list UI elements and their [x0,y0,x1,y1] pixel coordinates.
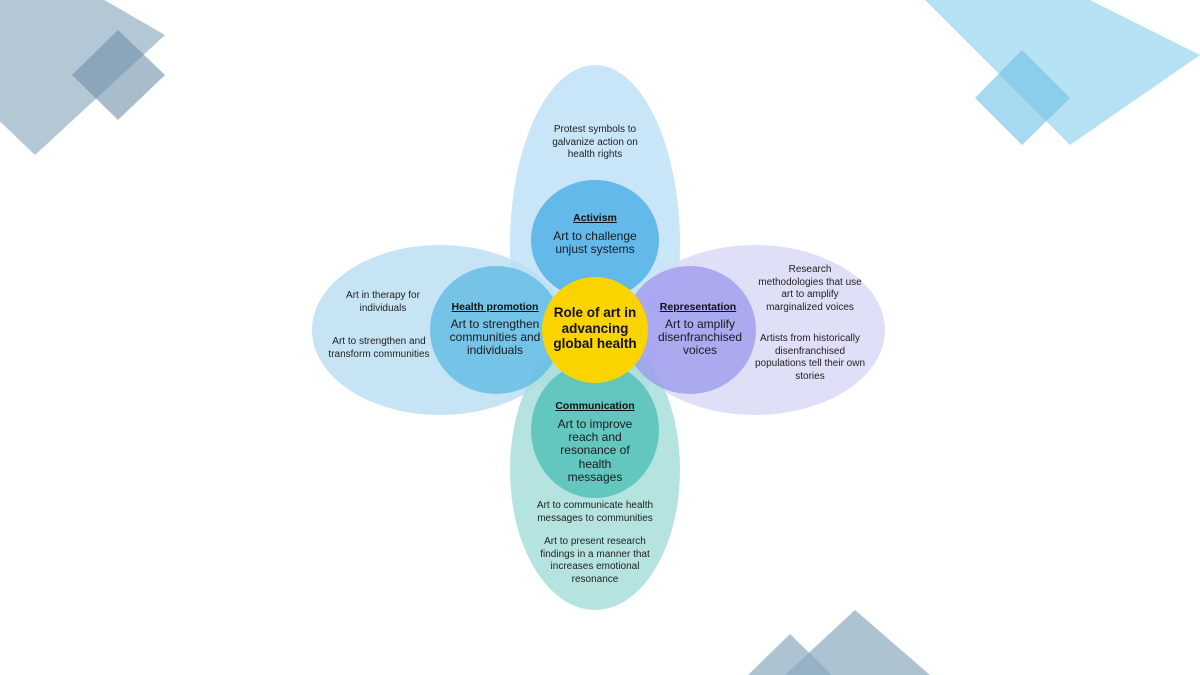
representation-example-2: Artists from historically disenfranchise… [754,333,866,382]
representation-description: Art to amplify disenfranchised voices [657,317,743,358]
center-circle [542,277,648,383]
activism-heading: Activism [573,212,617,224]
health-promotion-example-1: Art in therapy for individuals [346,290,420,314]
activism-example-1: Protest symbols to galvanize action on h… [552,124,638,160]
communication-heading: Communication [555,400,635,412]
decor-bottom [748,610,930,675]
communication-example-1: Art to communicate health messages to co… [536,500,654,524]
decor-top-left [0,0,165,155]
health-promotion-example-2: Art to strengthen and transform communit… [328,336,430,360]
decor-top-right [925,0,1200,145]
health-promotion-inner-ellipse [430,266,562,394]
representation-heading: Representation [659,301,737,313]
health-promotion-heading: Health promotion [451,301,539,313]
activism-inner-ellipse [531,180,659,300]
representation-example-1: Research methodologies that use art to a… [758,264,862,313]
representation-inner-ellipse [624,266,756,394]
communication-example-2: Art to present research findings in a ma… [540,536,650,585]
health-promotion-description: Art to strengthen communities and indivi… [449,317,541,358]
communication-description: Art to improve reach and resonance of he… [557,417,633,484]
activism-description: Art to challenge unjust systems [553,229,637,257]
communication-inner-ellipse [531,362,659,498]
center-title: Role of art in advancing global health [553,305,637,352]
